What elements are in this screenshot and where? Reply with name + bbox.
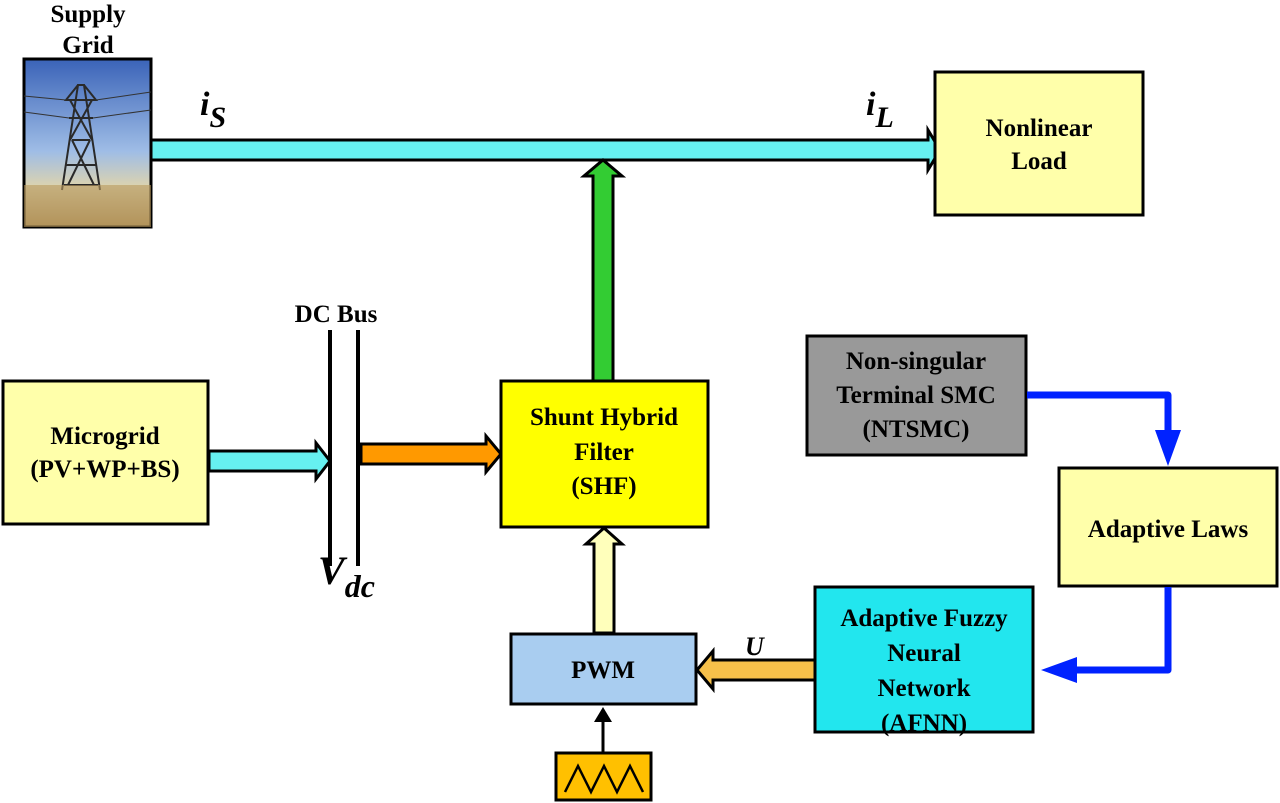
dc-voltage-label: Vdc xyxy=(318,548,375,604)
afnn-label-line4: (AFNN) xyxy=(881,710,967,737)
pwm-to-shf-arrow xyxy=(582,525,626,635)
afnn-label-line1: Adaptive Fuzzy xyxy=(840,605,1008,632)
shunt-hybrid-filter-block xyxy=(499,379,710,529)
source-current-label: iS xyxy=(200,86,226,134)
adaptive-laws-to-afnn-arrowhead xyxy=(1041,657,1077,683)
ntsmc-to-adaptive-laws-arrow xyxy=(1027,391,1172,432)
shf-label-line3: (SHF) xyxy=(571,473,636,500)
dc-bus-to-shf-arrow xyxy=(359,431,503,477)
microgrid-block xyxy=(1,379,210,526)
ntsmc-label-line3: (NTSMC) xyxy=(863,416,970,443)
supply-grid-label-line2: Grid xyxy=(62,32,113,59)
control-signal-label: U xyxy=(745,632,765,661)
triangle-wave-icon xyxy=(554,751,653,802)
ntsmc-label-line2: Terminal SMC xyxy=(836,382,996,409)
adaptive-laws-block xyxy=(1057,466,1279,588)
ntsmc-label-line1: Non-singular xyxy=(846,348,986,375)
nonlinear-load-label-line1: Nonlinear xyxy=(986,115,1093,142)
afnn-label-line2: Neural xyxy=(887,640,961,667)
adaptive-laws-label: Adaptive Laws xyxy=(1088,516,1249,543)
afnn-label-line3: Network xyxy=(877,675,970,702)
microgrid-label-line1: Microgrid xyxy=(50,423,159,450)
ntsmc-block xyxy=(805,334,1028,457)
ntsmc-to-adaptive-laws-arrowhead xyxy=(1155,430,1181,466)
pwm-label: PWM xyxy=(571,657,635,684)
shf-label-line2: Filter xyxy=(574,439,634,466)
nonlinear-load-block xyxy=(933,70,1145,217)
shf-to-bus-arrow xyxy=(579,158,627,383)
main-bus-arrow xyxy=(149,124,942,176)
supply-grid-label-line1: Supply xyxy=(50,1,126,28)
adaptive-laws-to-afnn-arrow xyxy=(1075,587,1172,674)
shf-label-line1: Shunt Hybrid xyxy=(530,404,678,431)
pwm-block xyxy=(509,632,698,706)
dc-bus-label: DC Bus xyxy=(295,301,378,328)
nonlinear-load-label-line2: Load xyxy=(1011,148,1067,175)
afnn-block xyxy=(813,585,1035,734)
supply-grid-photo-icon xyxy=(22,57,153,229)
afnn-to-pwm-arrow xyxy=(695,646,817,694)
microgrid-to-dc-bus-arrow xyxy=(207,438,332,484)
carrier-to-pwm-arrowhead xyxy=(594,707,612,722)
microgrid-label-line2: (PV+WP+BS) xyxy=(30,456,179,483)
load-current-label: iL xyxy=(866,86,894,134)
